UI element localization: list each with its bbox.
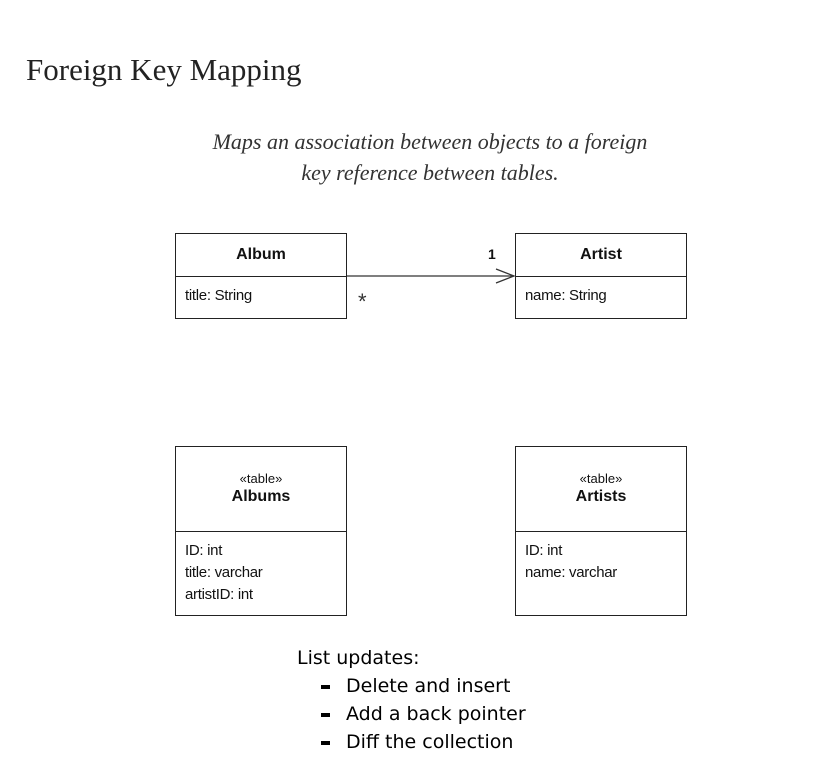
albums-column-id: ID: int [185,542,223,559]
multiplicity-one: 1 [488,246,496,262]
artist-class-box: Artist name: String [515,233,687,319]
album-class-header: Album [176,234,346,277]
artists-table-columns: ID: int name: varchar [516,532,686,592]
artists-column-name: name: varchar [525,564,617,581]
album-attribute: title: String [185,287,252,304]
list-item: Delete and insert [321,672,526,700]
subtitle-line-1: Maps an association between objects to a… [212,129,648,154]
artists-table-box: «table» Artists ID: int name: varchar [515,446,687,616]
artists-table-name: Artists [575,488,627,505]
album-attributes: title: String [176,277,346,315]
album-class-box: Album title: String [175,233,347,319]
album-class-name: Album [236,246,286,263]
multiplicity-many: * [358,289,367,314]
page-title: Foreign Key Mapping [26,52,302,87]
artists-table-header: «table» Artists [516,447,686,532]
artist-attribute: name: String [525,287,607,304]
artist-class-name: Artist [580,246,622,263]
albums-table-columns: ID: int title: varchar artistID: int [176,532,346,614]
dash-bullet-icon [321,685,330,689]
list-item-text: Add a back pointer [346,703,526,725]
list-updates-notes: List updates: Delete and insert Add a ba… [297,644,526,756]
artist-class-header: Artist [516,234,686,277]
albums-column-title: title: varchar [185,564,263,581]
dash-bullet-icon [321,713,330,717]
albums-table-stereotype: «table» [239,471,283,486]
subtitle-line-2: key reference between tables. [301,160,559,185]
artists-table-stereotype: «table» [579,471,623,486]
albums-table-box: «table» Albums ID: int title: varchar ar… [175,446,347,616]
list-item: Diff the collection [321,728,526,756]
notes-heading: List updates: [297,647,420,669]
albums-table-name: Albums [231,488,291,505]
notes-list: Delete and insert Add a back pointer Dif… [297,672,526,756]
artists-column-id: ID: int [525,542,563,559]
subtitle: Maps an association between objects to a… [150,126,710,188]
list-item-text: Diff the collection [346,731,514,753]
list-item-text: Delete and insert [346,675,511,697]
albums-table-header: «table» Albums [176,447,346,532]
dash-bullet-icon [321,741,330,745]
list-item: Add a back pointer [321,700,526,728]
albums-column-artist-id: artistID: int [185,586,253,603]
artist-attributes: name: String [516,277,686,315]
navigability-arrowhead [495,268,516,284]
